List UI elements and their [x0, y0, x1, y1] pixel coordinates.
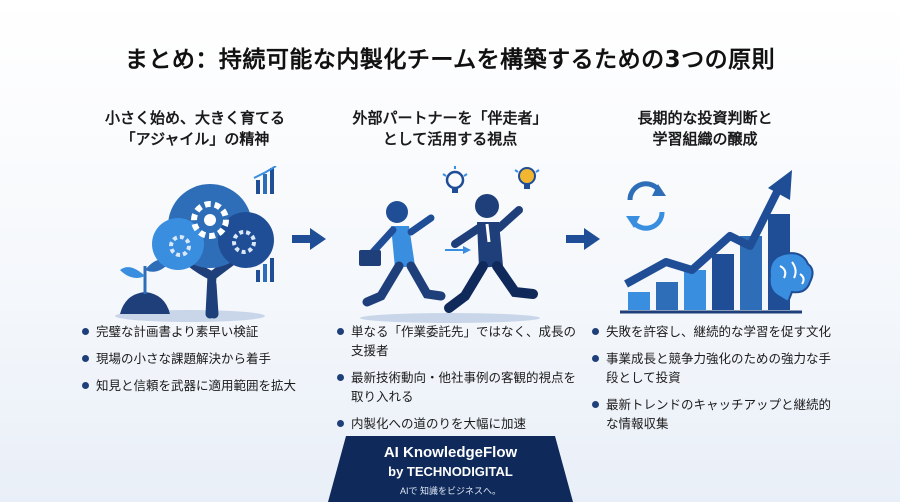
growing-tree-gears-icon — [115, 166, 277, 322]
list-item: 事業成長と競争力強化のための強力な手段として投資 — [590, 349, 835, 387]
brand-footer: AI KnowledgeFlow by TECHNODIGITAL AIで 知識… — [328, 436, 573, 502]
list-item: 内製化への道のりを大幅に加速 — [335, 414, 580, 433]
bullet-dot-icon — [337, 374, 344, 381]
arrow-right-icon — [566, 228, 600, 250]
brand-tagline: AIで 知識をビジネスへ。 — [399, 486, 501, 496]
bullet-dot-icon — [337, 420, 344, 427]
principle-heading: 外部パートナーを「伴走者」 として活用する視点 — [352, 109, 548, 148]
list-item: 現場の小さな課題解決から着手 — [80, 349, 325, 368]
principle-heading: 長期的な投資判断と 学習組織の醸成 — [637, 109, 773, 148]
bullet-dot-icon — [337, 328, 344, 335]
list-item: 単なる「作業委託先」ではなく、成長の支援者 — [335, 322, 580, 360]
principle-bullets: 単なる「作業委託先」ではなく、成長の支援者 最新技術動向・他社事例の客観的視点を… — [335, 322, 580, 441]
bullet-dot-icon — [592, 328, 599, 335]
principle-heading: 小さく始め、大きく育てる 「アジャイル」の精神 — [104, 109, 285, 148]
list-item: 完璧な計画書より素早い検証 — [80, 322, 325, 341]
principle-bullets: 完璧な計画書より素早い検証 現場の小さな課題解決から着手 知見と信頼を武器に適用… — [80, 322, 325, 403]
list-item: 知見と信頼を武器に適用範囲を拡大 — [80, 376, 325, 395]
list-item: 最新技術動向・他社事例の客観的視点を取り入れる — [335, 368, 580, 406]
list-item: 失敗を許容し、継続的な学習を促す文化 — [590, 322, 835, 341]
footer-badge-shape — [328, 436, 573, 502]
principle-investment: 長期的な投資判断と 学習組織の醸成 失敗を許容し、継続的な学習を促す文化 事業成… — [570, 108, 840, 431]
principle-agile: 小さく始め、大きく育てる 「アジャイル」の精神 完璧な計画書より素早い検証 現場… — [60, 108, 330, 393]
principle-bullets: 失敗を許容し、継続的な学習を促す文化 事業成長と競争力強化のための強力な手段とし… — [590, 322, 835, 441]
growth-chart-brain-icon — [620, 170, 814, 314]
arrow-right-icon — [292, 228, 326, 250]
page-title: まとめ：持続可能な内製化チームを構築するための3つの原則 — [124, 47, 776, 73]
bullet-dot-icon — [592, 401, 599, 408]
running-partners-icon — [359, 166, 540, 323]
principle-partner: 外部パートナーを「伴走者」 として活用する視点 単なる「作業委託先」ではなく、成… — [315, 108, 585, 431]
bullet-dot-icon — [592, 355, 599, 362]
bullet-dot-icon — [82, 328, 89, 335]
bullet-dot-icon — [82, 382, 89, 389]
brand-name: AI KnowledgeFlow — [383, 444, 518, 461]
list-item: 最新トレンドのキャッチアップと継続的な情報収集 — [590, 395, 835, 433]
bullet-dot-icon — [82, 355, 89, 362]
brand-company: by TECHNODIGITAL — [388, 464, 513, 479]
